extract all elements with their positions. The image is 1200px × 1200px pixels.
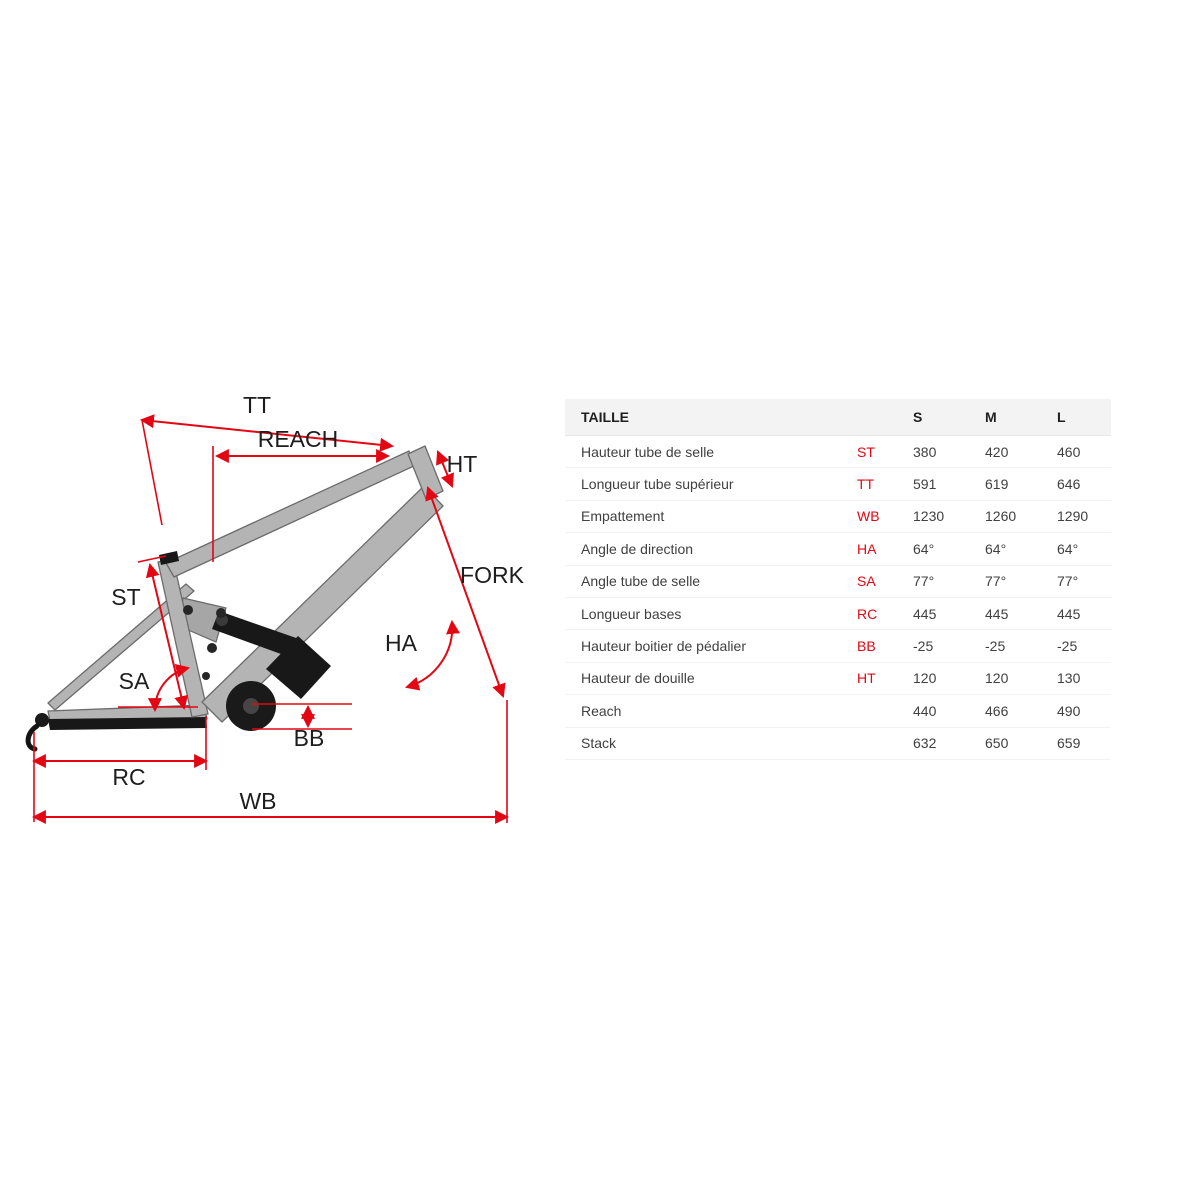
value-s: 440 [913,702,937,719]
seat-axis-line [141,419,163,526]
col-header-size-s: S [913,409,923,425]
row-code: BB [857,638,876,655]
pivot-bolt [183,605,193,615]
row-code: HT [857,670,876,687]
seat-clamp [159,551,179,565]
row-label: Stack [581,735,617,752]
row-label: Empattement [581,508,665,525]
lower-frame-panel [266,636,331,699]
row-code: WB [857,508,880,525]
table-row: Hauteur de douille HT 120 120 130 [565,663,1111,696]
value-l: 1290 [1057,508,1089,525]
row-label: Reach [581,702,622,719]
rc-label: RC [112,764,145,790]
value-s: 591 [913,476,937,493]
value-m: 120 [985,670,1009,687]
value-m: 650 [985,735,1009,752]
sa-angle-arc [147,663,191,713]
table-row: Hauteur boitier de pédalier BB -25 -25 -… [565,630,1111,663]
table-row: Reach 440 466 490 [565,695,1111,728]
value-l: 77° [1057,573,1079,590]
value-s: 64° [913,540,935,557]
ht-label: HT [447,451,478,477]
sa-label: SA [119,668,150,694]
value-s: 632 [913,735,937,752]
bb-label: BB [294,725,325,751]
value-s: 77° [913,573,935,590]
st-top-tick [137,555,167,563]
row-code: TT [857,476,875,493]
tt-label: TT [243,392,271,418]
dimension-labels: TT REACH HT FORK ST SA HA BB RC WB [111,392,524,814]
row-code: RC [857,605,878,622]
col-header-size-m: M [985,409,997,425]
ha-angle-arc [404,619,460,691]
value-l: 659 [1057,735,1081,752]
ha-label: HA [385,630,418,656]
value-s: 1230 [913,508,945,525]
rear-shock [212,611,299,658]
rear-dropout [35,713,49,727]
value-m: -25 [985,638,1006,655]
pivot-bolt [216,608,226,618]
row-label: Hauteur boitier de pédalier [581,638,746,655]
value-s: 445 [913,605,937,622]
crank-axle [243,698,259,714]
ht-dimension-line [436,450,454,488]
row-code: SA [857,573,876,590]
reach-label: REACH [258,426,339,452]
value-m: 77° [985,573,1007,590]
st-label: ST [111,584,140,610]
derailleur-hanger [25,723,40,752]
value-m: 466 [985,702,1009,719]
value-l: -25 [1057,638,1078,655]
value-l: 64° [1057,540,1079,557]
table-row: Angle de direction HA 64° 64° 64° [565,533,1111,566]
wb-label: WB [239,788,276,814]
row-label: Longueur bases [581,605,682,622]
pivot-bolt [207,643,217,653]
col-header-taille: TAILLE [581,409,629,425]
table-row: Hauteur tube de selle ST 380 420 460 [565,436,1111,469]
value-s: 380 [913,443,937,460]
value-l: 130 [1057,670,1081,687]
dimension-lines [31,414,510,824]
table-row: Longueur bases RC 445 445 445 [565,598,1111,631]
value-s: 120 [913,670,937,687]
col-header-size-l: L [1057,409,1066,425]
bike-geometry-diagram: TT REACH HT FORK ST SA HA BB RC WB [25,392,525,824]
fork-label: FORK [460,562,525,588]
value-m: 1260 [985,508,1017,525]
row-label: Angle de direction [581,540,694,557]
row-label: Hauteur tube de selle [581,443,715,460]
table-row: Longueur tube supérieur TT 591 619 646 [565,468,1111,501]
pivot-bolt [202,672,210,680]
value-l: 646 [1057,476,1081,493]
row-code: HA [857,540,877,557]
fork-dimension-line [425,486,506,698]
table-row: Stack 632 650 659 [565,728,1111,760]
geometry-table: TAILLE S M L Hauteur tube de selle ST 38… [565,399,1111,760]
tt-dimension-line [139,414,395,452]
row-label: Hauteur de douille [581,670,695,687]
chainstay-guard [48,717,207,730]
row-label: Longueur tube supérieur [581,476,734,493]
table-row: Empattement WB 1230 1260 1290 [565,501,1111,534]
value-l: 460 [1057,443,1081,460]
value-m: 445 [985,605,1009,622]
value-s: -25 [913,638,934,655]
row-code: ST [857,443,875,460]
value-m: 420 [985,443,1009,460]
value-m: 619 [985,476,1009,493]
value-m: 64° [985,540,1007,557]
value-l: 445 [1057,605,1081,622]
row-label: Angle tube de selle [581,573,701,590]
table-row: Angle tube de selle SA 77° 77° 77° [565,566,1111,598]
frame-illustration [25,445,444,752]
table-header-row: TAILLE S M L [565,399,1111,436]
seat-tube [157,558,209,718]
value-l: 490 [1057,702,1081,719]
